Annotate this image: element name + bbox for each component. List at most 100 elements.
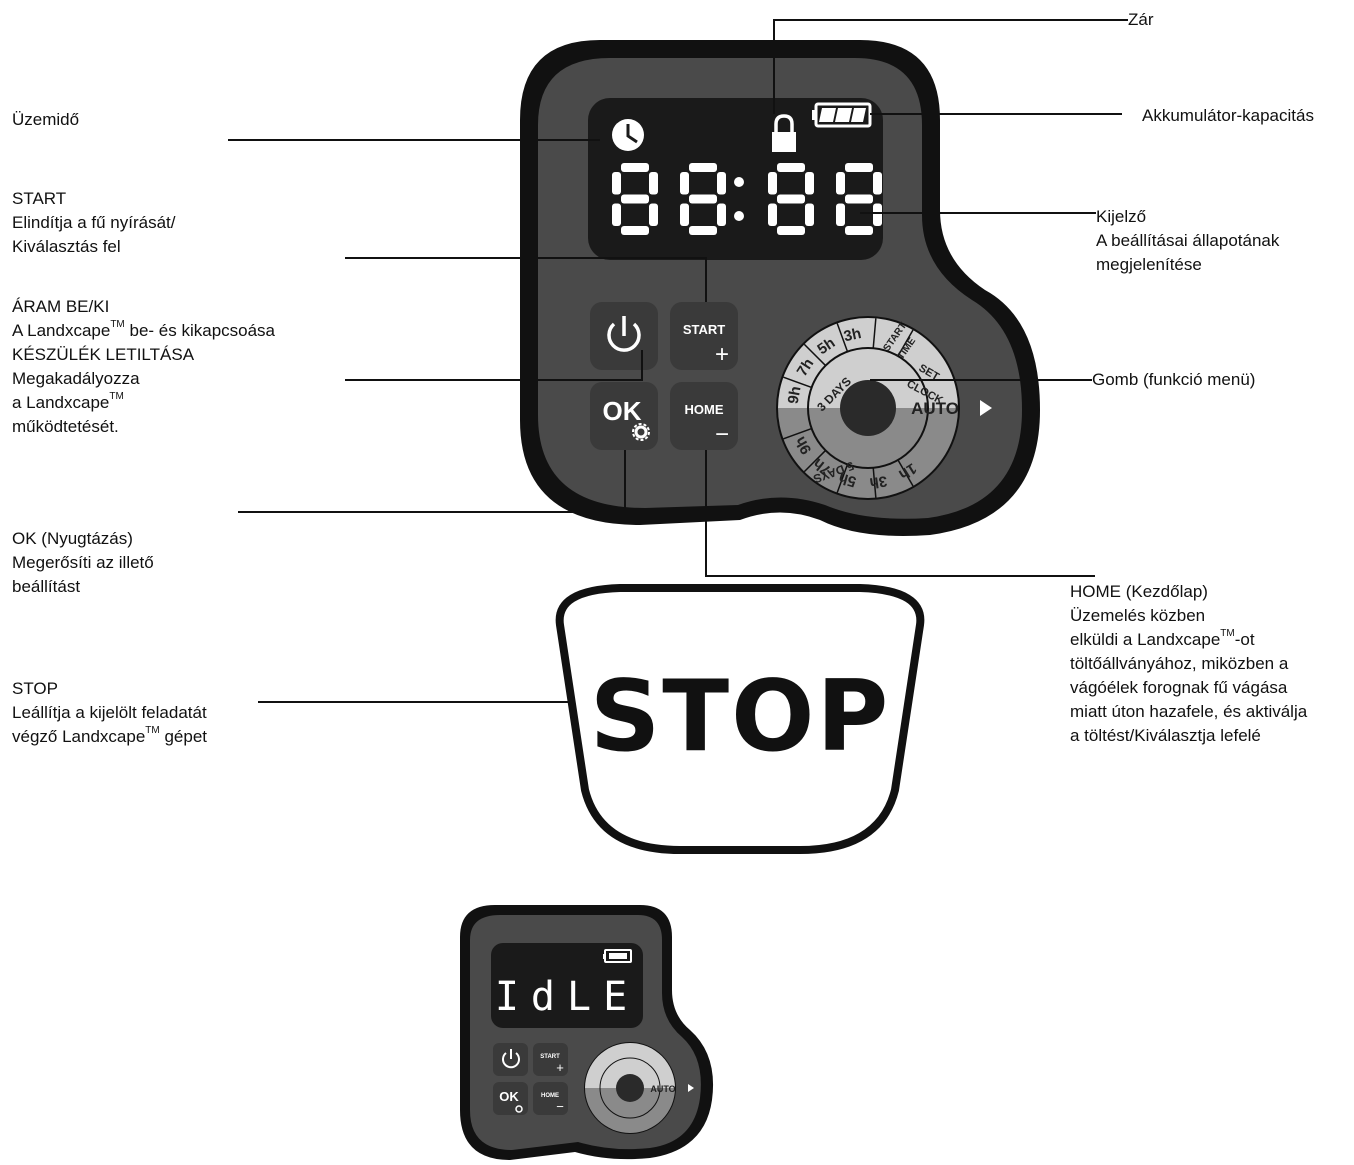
label-home: HOME (Kezdőlap) Üzemelés közben elküldi … [1070,580,1307,748]
small-gear-icon [515,1105,523,1113]
label-stop: STOP Leállítja a kijelölt feladatát végz… [12,677,207,749]
label-akkumulator: Akkumulátor-kapacitás [1142,106,1314,125]
ok-button-label: OK [603,396,642,426]
small-start-button [533,1043,568,1076]
label-kijelzo-line2: A beállításai állapotának [1096,231,1280,250]
digit-3-segment-4 [873,172,882,195]
lock-icon [772,114,796,152]
digit-2-segment-1 [777,194,805,204]
dial-pointer-icon [980,400,992,416]
home-button[interactable] [670,382,738,450]
dial-hour-4: 1h [896,459,920,483]
digit-0-segment-5 [612,203,621,226]
label-aram-line2: A LandxcapeTM be- és kikapcsoása [12,319,276,341]
digit-3-segment-6 [873,203,882,226]
dial-hour-6: 5h [837,469,859,490]
dial-tick-5 [836,464,849,493]
home-button-label: HOME [685,402,724,417]
label-home-line6: miatt úton hazafele, és aktiválja [1070,702,1308,721]
digit-2-segment-5 [768,203,777,226]
small-plus-label: + [556,1060,564,1075]
label-stop-line1: STOP [12,679,58,698]
small-home-button [533,1082,568,1115]
label-ok-line3: beállítást [12,577,81,596]
leader-zar [773,19,1128,114]
digit-1-segment-2 [689,226,717,235]
dial-hour-2: 7h [794,355,818,379]
digit-3-segment-3 [836,172,845,195]
leader-home [705,450,1095,577]
dial-tick-9 [872,467,877,498]
small-display-text: IdLE [495,974,639,1020]
digit-2-segment-3 [768,172,777,195]
plus-label: + [715,341,729,368]
small-display-screen [491,943,643,1028]
small-minus-label: − [556,1099,564,1114]
digit-1-segment-5 [680,203,689,226]
small-start-label: START [540,1054,560,1060]
label-uzemido: Üzemidő [12,110,80,129]
label-aram-line6: működtetését. [12,417,119,436]
small-power-icon [502,1049,520,1069]
dial-hour-5: 3h [869,472,889,491]
stop-sign-text: STOP [590,660,891,774]
small-device: IdLE START + OK HOME − AUTO [460,905,714,1160]
small-ok-label: OK [499,1089,519,1104]
dial-tick-8 [897,459,914,487]
digit-1-segment-3 [680,172,689,195]
colon-dot-1 [734,211,744,221]
label-ok: OK (Nyugtázás) Megerősíti az illető beál… [12,527,154,599]
clock-icon [612,119,644,151]
label-ok-line1: OK (Nyugtázás) [12,529,133,548]
label-start-line1: START [12,189,67,208]
small-battery-icon [603,949,632,963]
dial-tick-3 [872,318,877,349]
small-power-button [493,1043,528,1076]
minus-label: − [715,421,729,448]
digit-3-segment-1 [845,194,873,204]
digit-0-segment-2 [621,226,649,235]
label-aram-line4: Megakadályozza [12,369,140,388]
digit-0-segment-3 [612,172,621,195]
power-icon [607,316,641,352]
label-start-line2: Elindítja a fű nyírását/ [12,213,176,232]
digit-2-segment-2 [777,226,805,235]
digit-2-segment-4 [805,172,814,195]
label-home-line5: vágóélek forognak fű vágása [1070,678,1288,697]
leader-aram [345,350,643,381]
digit-1-segment-1 [689,194,717,204]
dial-hour-8: 9h [792,433,815,457]
digit-0-segment-0 [621,163,649,172]
dial-hour-1: 5h [814,334,838,358]
digit-3-segment-2 [845,226,873,235]
gear-icon [632,423,650,441]
label-start: START Elindítja a fű nyírását/ Kiválaszt… [12,187,175,259]
leader-start [345,257,707,302]
function-dial[interactable]: AUTO SET CLOCK START TIME 3 DAYS 5 DAYS … [776,316,960,500]
dial-tick-2 [836,323,849,352]
label-home-line2: Üzemelés közben [1070,606,1206,625]
dial-auto: AUTO [911,399,959,418]
ok-button[interactable] [590,382,658,450]
label-home-line1: HOME (Kezdőlap) [1070,582,1208,601]
stop-button-outline[interactable] [555,584,925,854]
start-button[interactable] [670,302,738,370]
display-digits [612,163,882,235]
label-gomb: Gomb (funkció menü) [1092,370,1256,389]
leader-lines [228,19,1128,703]
label-aram: ÁRAM BE/KI A LandxcapeTM be- és kikapcso… [12,295,275,439]
dial-tick-1 [803,343,827,367]
digit-3-segment-0 [845,163,873,172]
small-dial-pointer-icon [688,1084,694,1092]
label-aram-line1: ÁRAM BE/KI [12,297,110,316]
small-dial-auto: AUTO [650,1084,675,1094]
digit-0-segment-1 [621,194,649,204]
label-stop-line2: Leállítja a kijelölt feladatát [12,703,207,722]
colon-dot-0 [734,177,744,187]
digit-0-segment-6 [649,203,658,226]
start-button-label: START [683,322,725,337]
label-home-line3: elküldi a LandxcapeTM-ot [1070,628,1255,650]
dial-tick-7 [783,427,812,440]
digit-2-segment-0 [777,163,805,172]
